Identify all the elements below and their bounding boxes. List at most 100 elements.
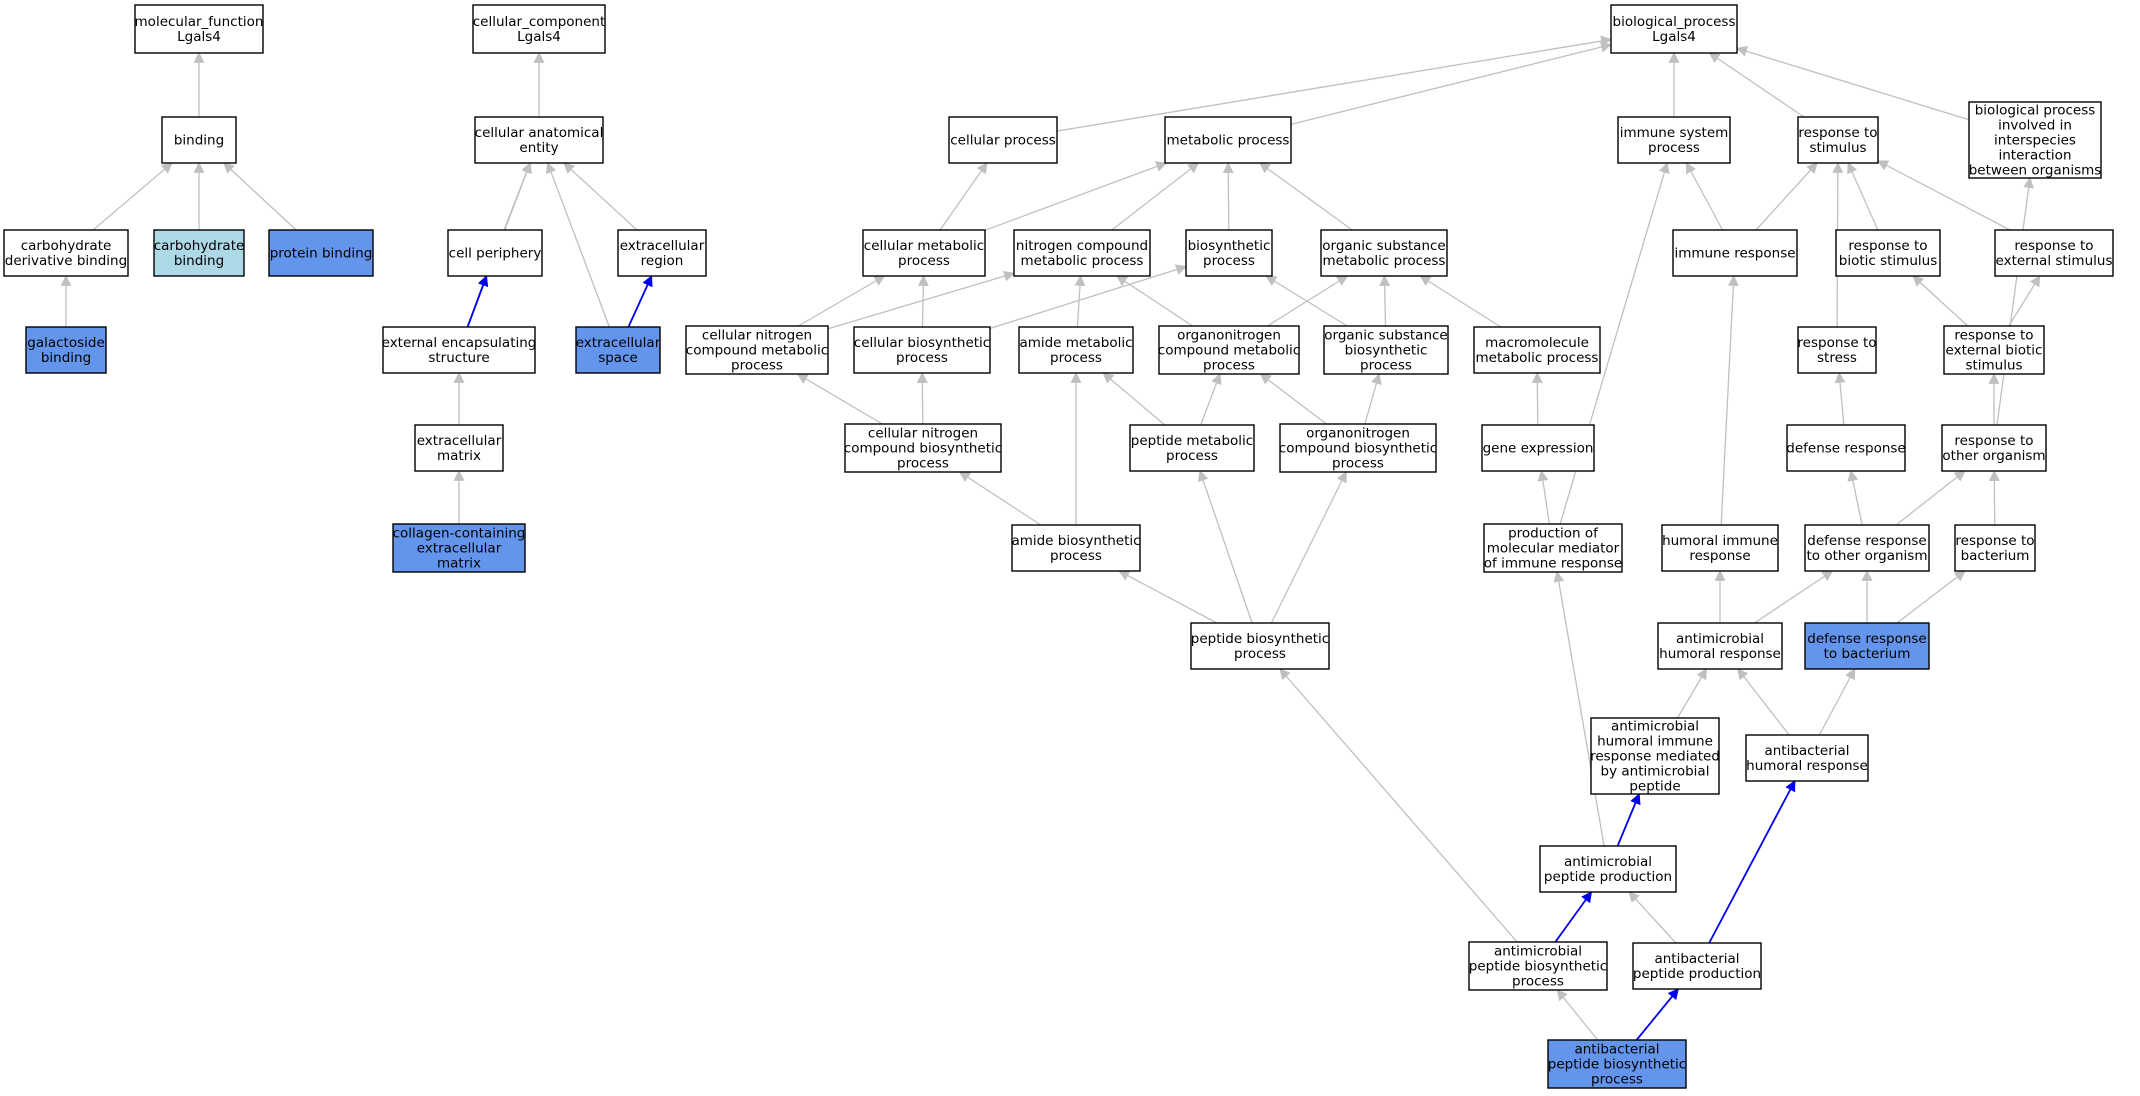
node-label-line: defense response xyxy=(1807,631,1926,647)
node-cell_periphery[interactable]: cell periphery xyxy=(447,229,543,277)
edge-layer xyxy=(60,35,2041,1041)
edge-ext_encaps-to-cell_periphery xyxy=(466,274,489,328)
edge-peptide_metab-to-amide_metab xyxy=(1102,372,1166,426)
node-gene_expression[interactable]: gene expression xyxy=(1481,424,1595,472)
node-metabolic_process[interactable]: metabolic process xyxy=(1164,116,1292,164)
edge-antimicrobial_peptide_prod-to-antimicrobial_humoral_mediated xyxy=(1616,792,1641,847)
node-label-line: external stimulus xyxy=(1996,253,2113,269)
edge-gene_expression-to-macromolecule xyxy=(1531,371,1543,426)
edge-extracell_space-to-extracell_region xyxy=(627,274,653,328)
node-defense_response[interactable]: defense response xyxy=(1786,424,1906,472)
node-label-line: process xyxy=(1050,350,1102,366)
node-label-line: matrix xyxy=(437,556,481,572)
node-label-line: interspecies xyxy=(1994,133,2076,149)
node-label-line: process xyxy=(731,358,783,374)
node-label-line: process xyxy=(1591,1072,1643,1088)
node-label-line: process xyxy=(1360,358,1412,374)
edge-peptide_biosynth-to-organonitrogen_biosynth xyxy=(1270,471,1347,624)
node-box xyxy=(1018,326,1134,374)
node-label-line: compound metabolic xyxy=(1158,343,1300,359)
node-label-line: response xyxy=(1689,548,1750,564)
node-label-line: peptide biosynthetic xyxy=(1469,959,1607,975)
node-label-line: humoral response xyxy=(1659,646,1781,662)
node-label-line: to other organism xyxy=(1806,548,1927,564)
node-binding[interactable]: binding xyxy=(161,116,237,164)
edge-cell_biosynth-to-biosynthetic xyxy=(989,264,1188,330)
node-label-line: compound biosynthetic xyxy=(844,441,1002,457)
node-label-line: protein binding xyxy=(270,246,373,262)
edge-peptide_biosynth-to-peptide_metab xyxy=(1197,469,1253,624)
node-box xyxy=(1164,116,1292,164)
edge-production_mediator-to-gene_expression xyxy=(1537,469,1551,525)
edge-humoral_immune-to-immune_response xyxy=(1720,274,1739,526)
node-label-line: Lgals4 xyxy=(1652,29,1696,45)
node-box xyxy=(1610,4,1738,54)
node-protein_binding[interactable]: protein binding xyxy=(268,229,374,277)
edge-cell_nitrogen_biosynth-to-cell_nitrogen_metab xyxy=(796,373,883,425)
edge-protein_binding-to-binding xyxy=(223,162,297,231)
node-cellular_process[interactable]: cellular process xyxy=(948,116,1058,164)
node-immune_response[interactable]: immune response xyxy=(1672,229,1798,277)
node-box xyxy=(1547,1039,1687,1089)
edge-resp_ext_biotic-to-resp_external xyxy=(2008,275,2041,327)
node-label-line: amide metabolic xyxy=(1019,335,1132,351)
node-box xyxy=(1158,325,1300,375)
node-box xyxy=(844,423,1002,473)
edge-antimicrobial_humoral-to-defense_other_org xyxy=(1754,570,1834,624)
edge-amide_biosynth-to-cell_nitrogen_biosynth xyxy=(958,471,1042,526)
node-label-line: process xyxy=(1203,358,1255,374)
edge-cell_metab-to-cellular_process xyxy=(939,162,988,231)
node-label-line: between organisms xyxy=(1969,163,2102,179)
edge-antibacterial_peptide_biosynth-to-antibacterial_peptide_prod xyxy=(1635,988,1679,1041)
